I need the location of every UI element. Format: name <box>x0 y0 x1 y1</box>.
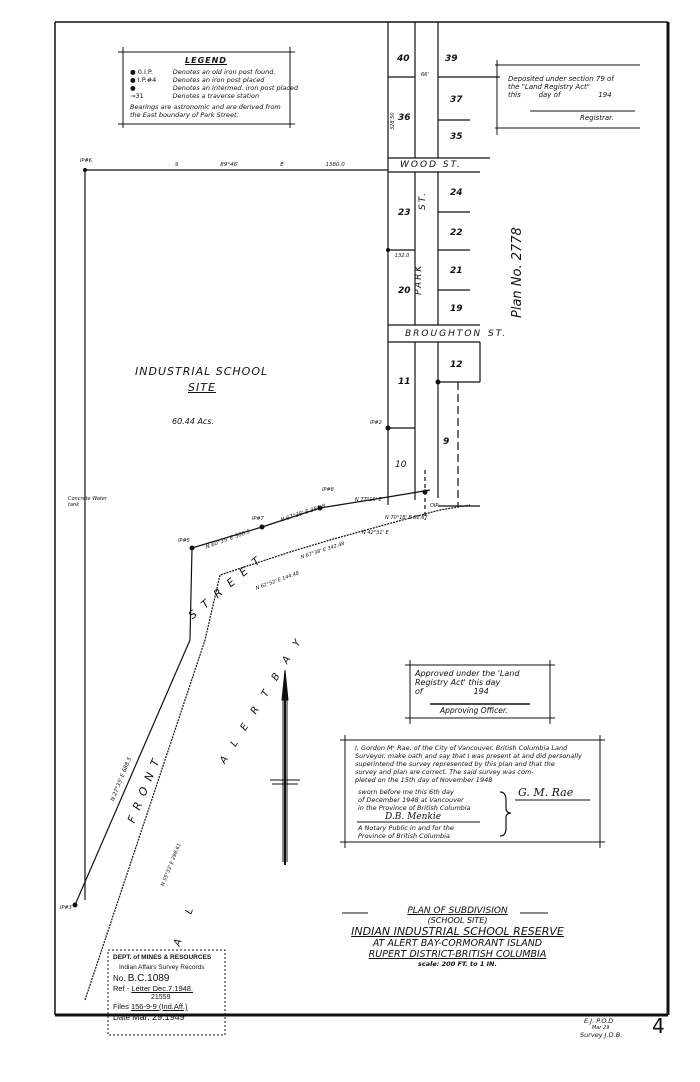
notary-text: A Notary Public in and for the Province … <box>358 824 454 840</box>
survey-post-label: IP#6 <box>80 158 92 164</box>
dimension-label: 66' <box>421 72 429 78</box>
lot-number: 36 <box>398 113 411 123</box>
title-line-4: AT ALERT BAY-CORMORANT ISLAND <box>372 938 543 949</box>
lot-number: 11 <box>398 377 411 387</box>
approving-officer-label: Approving Officer. <box>440 706 508 715</box>
title-line-2: (SCHOOL SITE) <box>427 916 488 925</box>
surveyor-oath: I, Gordon Mᶜ Rae, of the City of Vancouv… <box>355 744 582 784</box>
lot-number: 40 <box>397 54 410 64</box>
lot-number: 22 <box>450 228 463 238</box>
lot-number: 23 <box>398 208 411 218</box>
records-stamp-border <box>107 949 226 1036</box>
legend-title: LEGEND <box>185 56 227 65</box>
lot-number: 21 <box>450 266 463 276</box>
sheet-number: 4 <box>652 1014 665 1038</box>
survey-post-label: IP#2 <box>370 420 382 426</box>
sheet-frame <box>54 21 670 1017</box>
dimension-label: N 70°18' E 82.67 <box>385 515 428 521</box>
north-boundary-dim: S 89°46' E 1380.0 <box>175 162 345 168</box>
plan-reference: Plan No. 2778 <box>510 227 525 318</box>
survey-post-label: IP#3 <box>60 905 72 911</box>
title-line-1: PLAN OF SUBDIVISION <box>407 906 508 916</box>
dimension-label: 132.0 <box>395 253 410 259</box>
survey-post-label: IP#7 <box>252 516 264 522</box>
traverse-station-icon: ⊸ <box>130 92 136 100</box>
lot-number: 35 <box>450 132 463 142</box>
stamp-files: Files 156-9-9 (Ind.Aff.) <box>113 1002 188 1011</box>
survey-post-label: OIP <box>430 503 439 509</box>
lot-number: 24 <box>450 188 463 198</box>
stamp-no: No. B.C.1089 <box>113 973 170 984</box>
legend-list: ● 0.I.P.Denotes an old iron post found. … <box>130 68 298 119</box>
stamp-date: Date Mar. 29.1949 <box>113 1012 185 1022</box>
wood-street-label: WOOD ST. <box>400 160 462 170</box>
footer-initials: E.J. P.O.D Mar 29 Survey J.D.B. <box>580 1017 623 1039</box>
broughton-st-label: ST. <box>488 329 508 339</box>
north-arrow-icon <box>270 669 300 865</box>
lot-number: 20 <box>398 286 411 296</box>
approval-text: Approved under the 'Land Registry Act' t… <box>415 669 520 696</box>
survey-posts <box>72 168 441 908</box>
scale-label: scale: 200 FT. to 1 IN. <box>418 960 497 968</box>
dimension-label: 328.50 <box>390 112 396 131</box>
legend-box <box>118 47 295 128</box>
records-stamp: DEPT. of MINES & RESOURCES Indian Affair… <box>113 954 212 1022</box>
site-name: INDUSTRIAL SCHOOL <box>135 365 269 378</box>
lot-number: 10 <box>395 460 407 470</box>
old-iron-post-icon: ● <box>130 68 136 76</box>
broughton-street-label: BROUGHTON <box>405 329 483 339</box>
deposit-box-frame <box>495 60 640 135</box>
notary-signature: D.B. Menkie <box>385 812 442 822</box>
oath-box-frame <box>340 735 605 848</box>
legend-item: ● 0.I.P.Denotes an old iron post found. <box>130 68 276 76</box>
legend-note: Bearings are astronomic and are derived … <box>130 103 281 119</box>
site-area: 60.44 Acs. <box>172 417 215 426</box>
survey-post-label: IP#5 <box>178 538 190 544</box>
lot-number: 9 <box>443 437 450 447</box>
site-name-2: SITE <box>188 381 216 394</box>
survey-post-label: IP#8 <box>322 487 334 493</box>
townsite-lots <box>387 22 500 507</box>
brace-icon <box>499 791 512 837</box>
lot-number: 12 <box>450 360 463 370</box>
intermediate-post-icon: ● <box>130 84 136 92</box>
sworn-statement: sworn before me this 6th day of December… <box>358 788 471 812</box>
approval-box-frame <box>405 660 555 724</box>
park-st-label: ST. <box>418 190 428 210</box>
surveyor-signature: G. M. Rae <box>518 786 574 799</box>
lot-number: 37 <box>450 95 463 105</box>
park-street-label: PARK <box>414 263 424 295</box>
lot-number: 39 <box>445 54 458 64</box>
title-line-5: RUPERT DISTRICT-BRITISH COLUMBIA <box>368 949 547 960</box>
title-line-3: INDIAN INDUSTRIAL SCHOOL RESERVE <box>351 925 564 938</box>
water-tank-label: Concrete Water tank <box>68 496 108 508</box>
stamp-ref: Ref - Letter Dec.7.1948. <box>113 984 194 993</box>
lot-number: 19 <box>450 304 463 314</box>
legend-item: ● Denotes an intermed. iron post placed <box>130 84 299 92</box>
dimension-label: N 77°16' E <box>355 497 382 503</box>
deposit-text: Deposited under section 79 of the "Land … <box>508 75 614 99</box>
iron-post-icon: ● <box>130 76 136 84</box>
dimension-label: N 42°31' E <box>362 530 389 536</box>
registrar-label: Registrar. <box>580 114 614 122</box>
title-block: PLAN OF SUBDIVISION (SCHOOL SITE) INDIAN… <box>310 906 605 968</box>
